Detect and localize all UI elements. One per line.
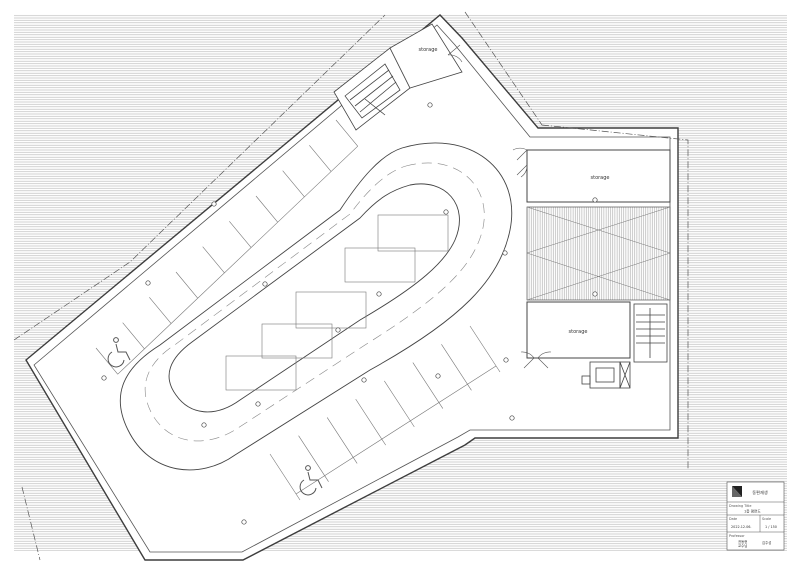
ramp — [526, 206, 671, 301]
top-core — [333, 23, 463, 131]
column — [335, 327, 341, 333]
parking-stalls-center — [225, 214, 449, 391]
stall-divider — [229, 221, 252, 248]
stall-divider — [309, 145, 332, 172]
building-inner-wall — [33, 24, 671, 553]
professor-value-line: 권동현 — [738, 539, 747, 544]
storage-label-mid: storage — [591, 175, 610, 181]
stall-divider — [412, 362, 444, 409]
ramp-arrows — [526, 206, 671, 301]
stall-back-line — [117, 145, 358, 375]
column — [443, 209, 449, 215]
driving-ring-centerline — [144, 162, 485, 442]
stall-divider — [175, 271, 199, 299]
storage-room-mid — [526, 149, 671, 203]
column — [101, 375, 107, 381]
parking-stalls-upper — [95, 119, 359, 375]
storage-room-low — [526, 301, 631, 359]
stall-back-line — [295, 365, 497, 495]
column — [361, 377, 367, 383]
date-value: 2022.12.06. — [731, 525, 752, 529]
column — [427, 102, 433, 108]
structural-columns — [101, 102, 598, 525]
column — [435, 373, 441, 379]
date-label: Date — [729, 517, 737, 521]
column — [211, 201, 217, 207]
center-parking-stall — [295, 291, 367, 329]
professor-value-line: 교수님 — [738, 543, 747, 548]
scale-value: 1 / 150 — [765, 525, 777, 529]
driving-ring-inner — [168, 183, 460, 413]
column — [241, 519, 247, 525]
column — [592, 197, 598, 203]
stall-divider — [95, 347, 119, 375]
project-name: 동편재생 — [752, 489, 768, 496]
stall-divider — [469, 325, 501, 373]
stall-divider — [269, 453, 301, 501]
storage-label-low: storage — [569, 329, 588, 335]
accessible-parking-icon-2 — [299, 465, 323, 496]
driving-ring-outer — [119, 142, 513, 471]
stall-divider — [255, 195, 279, 223]
stall-divider — [202, 246, 225, 274]
column — [376, 291, 382, 297]
center-parking-stall — [225, 355, 297, 391]
column — [502, 250, 508, 256]
stall-divider — [298, 435, 329, 482]
storage-label-top: storage — [419, 47, 438, 53]
column — [592, 291, 598, 297]
drawing-title-label: Drawing Title — [729, 504, 751, 508]
stall-divider — [282, 170, 305, 198]
center-parking-stall — [344, 247, 416, 283]
drawing-title-value: 1층 평면도 — [744, 509, 761, 514]
student-value: 김주성 — [762, 540, 771, 545]
center-parking-stall — [261, 323, 333, 359]
column — [255, 401, 261, 407]
title-block — [726, 481, 785, 551]
stall-divider — [326, 417, 358, 464]
lower-right-core — [581, 303, 668, 389]
scale-label: Scale — [762, 517, 771, 521]
stall-divider — [335, 119, 359, 147]
stall-divider — [384, 380, 415, 428]
stall-divider — [149, 297, 172, 324]
door-swing-top — [447, 44, 463, 63]
column — [145, 280, 151, 286]
center-parking-stall — [377, 214, 449, 252]
stall-divider — [441, 344, 472, 391]
building-footprint — [25, 14, 679, 561]
column — [262, 281, 268, 287]
column — [201, 422, 207, 428]
stall-divider — [122, 322, 145, 350]
parking-stalls-lower — [269, 325, 501, 501]
stall-divider — [355, 398, 386, 446]
column — [503, 357, 509, 363]
accessible-parking-icon — [107, 337, 131, 368]
column — [509, 415, 515, 421]
professor-label: Professor — [729, 534, 745, 538]
door-swings-right — [512, 147, 552, 369]
